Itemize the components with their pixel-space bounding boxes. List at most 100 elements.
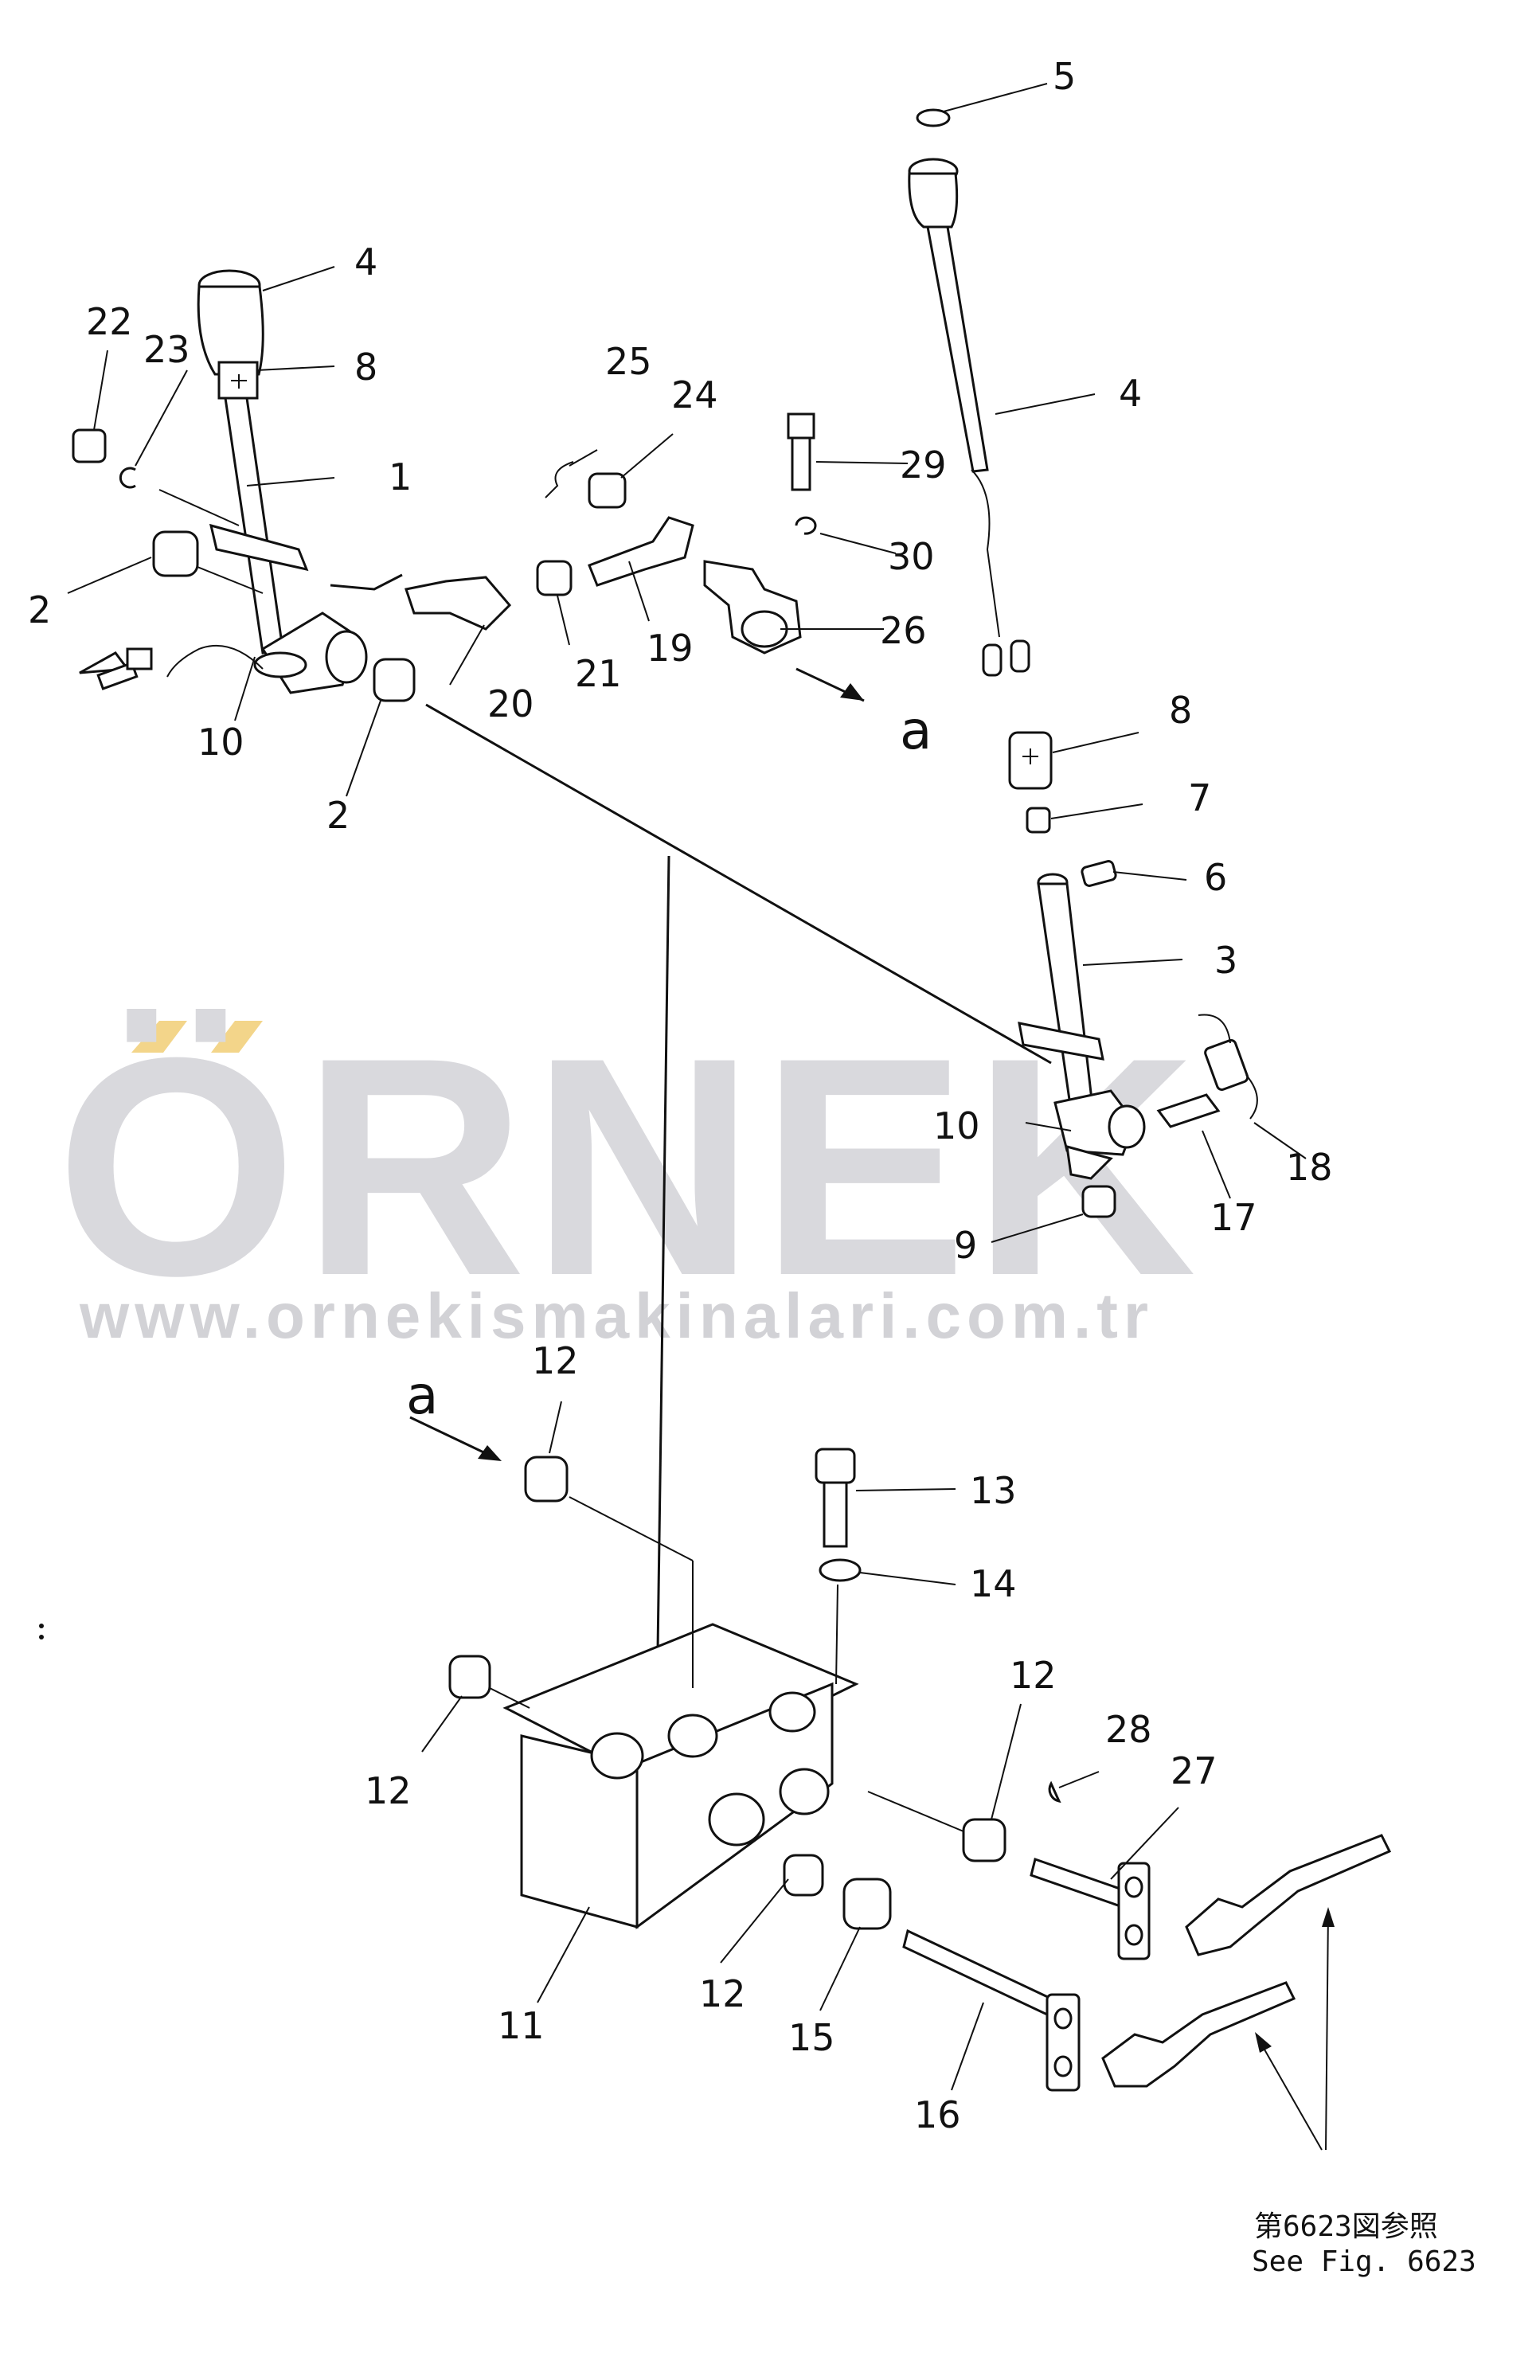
shaft-27	[1030, 1858, 1128, 1909]
callout-4-right: 4	[1119, 372, 1142, 415]
cap-5	[916, 108, 951, 127]
callouts: 4 8 1 22 23 2 2 10 20 21 19 25 24 29 30 …	[28, 55, 1333, 2136]
callout-11: 11	[498, 2004, 545, 2047]
bolt-17-head	[1204, 1038, 1249, 1091]
link-20	[405, 576, 512, 631]
callout-8-left: 8	[354, 346, 377, 389]
callout-29: 29	[900, 444, 947, 487]
watermark-accent-left	[131, 1021, 187, 1053]
callout-15: 15	[788, 2016, 835, 2059]
callout-4-left: 4	[354, 240, 377, 283]
shaft-16	[902, 1929, 1053, 2017]
callout-26: 26	[880, 609, 927, 652]
callout-27: 27	[1171, 1749, 1218, 1792]
callout-3: 3	[1214, 939, 1237, 982]
reference-note: 第6623図参照 See Fig. 6623	[1252, 2210, 1476, 2278]
callout-8-right: 8	[1169, 689, 1192, 732]
wire-18b	[1245, 1074, 1258, 1120]
right-terminal-2	[1010, 639, 1030, 673]
right-knob	[908, 172, 959, 229]
view-arrow-a-bottom	[478, 1445, 502, 1461]
bushing-12-bottom	[783, 1854, 824, 1897]
left-lever-assembly	[72, 269, 416, 702]
callout-12-top: 12	[532, 1339, 579, 1382]
callout-13: 13	[970, 1469, 1017, 1512]
watermark-brand: ÖRNEK	[56, 993, 1201, 1340]
callout-7: 7	[1188, 776, 1211, 819]
washer-30	[795, 516, 817, 535]
callout-28: 28	[1105, 1708, 1152, 1751]
callout-18: 18	[1286, 1146, 1333, 1189]
callout-22: 22	[86, 300, 133, 343]
lower-box-assembly	[409, 1416, 1392, 2151]
callout-14: 14	[970, 1562, 1017, 1605]
reference-note-english: See Fig. 6623	[1252, 2245, 1476, 2278]
nut-9	[1081, 1185, 1116, 1218]
left-boot	[217, 361, 259, 400]
box-boss-4	[779, 1768, 830, 1815]
callout-9: 9	[954, 1224, 977, 1267]
right-lever-shaft	[926, 225, 989, 473]
callout-2-right: 2	[326, 794, 350, 837]
callout-6: 6	[1204, 856, 1227, 899]
nut-24	[588, 472, 627, 509]
washer-14	[819, 1558, 862, 1582]
callout-10-right: 10	[933, 1104, 980, 1147]
callout-19: 19	[647, 627, 694, 670]
ref-arrow-upper	[1325, 1910, 1329, 2151]
right-spring	[971, 469, 1000, 638]
bushing-2-right	[373, 658, 416, 702]
callout-16: 16	[914, 2093, 961, 2136]
ref-arrow-lower	[1257, 2038, 1323, 2151]
bolt-29-head	[787, 412, 815, 440]
callout-12-left: 12	[365, 1769, 412, 1812]
callout-23: 23	[143, 328, 190, 371]
box-boss-2	[667, 1714, 718, 1758]
callout-2-left: 2	[28, 588, 51, 631]
callout-21: 21	[575, 652, 622, 695]
watermark: ÖRNEK www.ornekismakinalari.com.tr	[56, 993, 1201, 1351]
bolt-29-shank	[791, 436, 811, 491]
box-boss-3	[708, 1792, 765, 1847]
bolt-17	[1156, 1093, 1221, 1128]
left-lever-ring	[253, 651, 307, 678]
nut-21	[536, 560, 573, 596]
reference-note-japanese: 第6623図参照	[1254, 2210, 1438, 2243]
callout-1: 1	[389, 455, 412, 498]
callout-10-left: 10	[197, 721, 244, 764]
rod-end-upper	[1185, 1834, 1392, 1956]
lever-3-bracket	[1018, 1022, 1104, 1061]
callout-24: 24	[671, 373, 718, 416]
cotter-pin-25	[545, 461, 574, 498]
bushing-15	[842, 1878, 892, 1930]
callout-12-right: 12	[1010, 1654, 1057, 1697]
view-arrow-a-top-label: a	[900, 700, 932, 761]
callout-30: 30	[888, 535, 935, 578]
link-19	[588, 516, 694, 587]
bracket-10-right	[1065, 1144, 1113, 1180]
link-rod-diagonal	[425, 703, 1052, 1065]
callout-5: 5	[1053, 55, 1076, 98]
view-arrow-a-bottom-label: a	[406, 1365, 438, 1426]
bolt-13-shank	[823, 1481, 848, 1548]
left-cable-connector	[126, 647, 153, 670]
left-knob	[197, 285, 264, 376]
bushing-12-top	[524, 1456, 569, 1503]
right-lever-assembly	[908, 108, 1258, 1218]
scan-dot	[39, 1624, 44, 1628]
watermark-url: www.ornekismakinalari.com.tr	[79, 1280, 1154, 1351]
nut-22	[72, 428, 107, 463]
pin-6	[1081, 860, 1117, 887]
middle-linkage	[405, 412, 865, 702]
box-boss-1	[590, 1732, 644, 1780]
left-lever-bracket	[209, 523, 309, 572]
bushing-2-left	[152, 530, 199, 577]
bolt-13-head	[815, 1448, 856, 1484]
callout-12-bottom: 12	[699, 1972, 746, 2015]
right-terminal-1	[982, 643, 1003, 677]
snap-ring-23	[119, 467, 136, 489]
callout-20: 20	[487, 682, 534, 725]
bushing-7	[1026, 807, 1051, 834]
left-lever-shaft	[224, 397, 284, 655]
